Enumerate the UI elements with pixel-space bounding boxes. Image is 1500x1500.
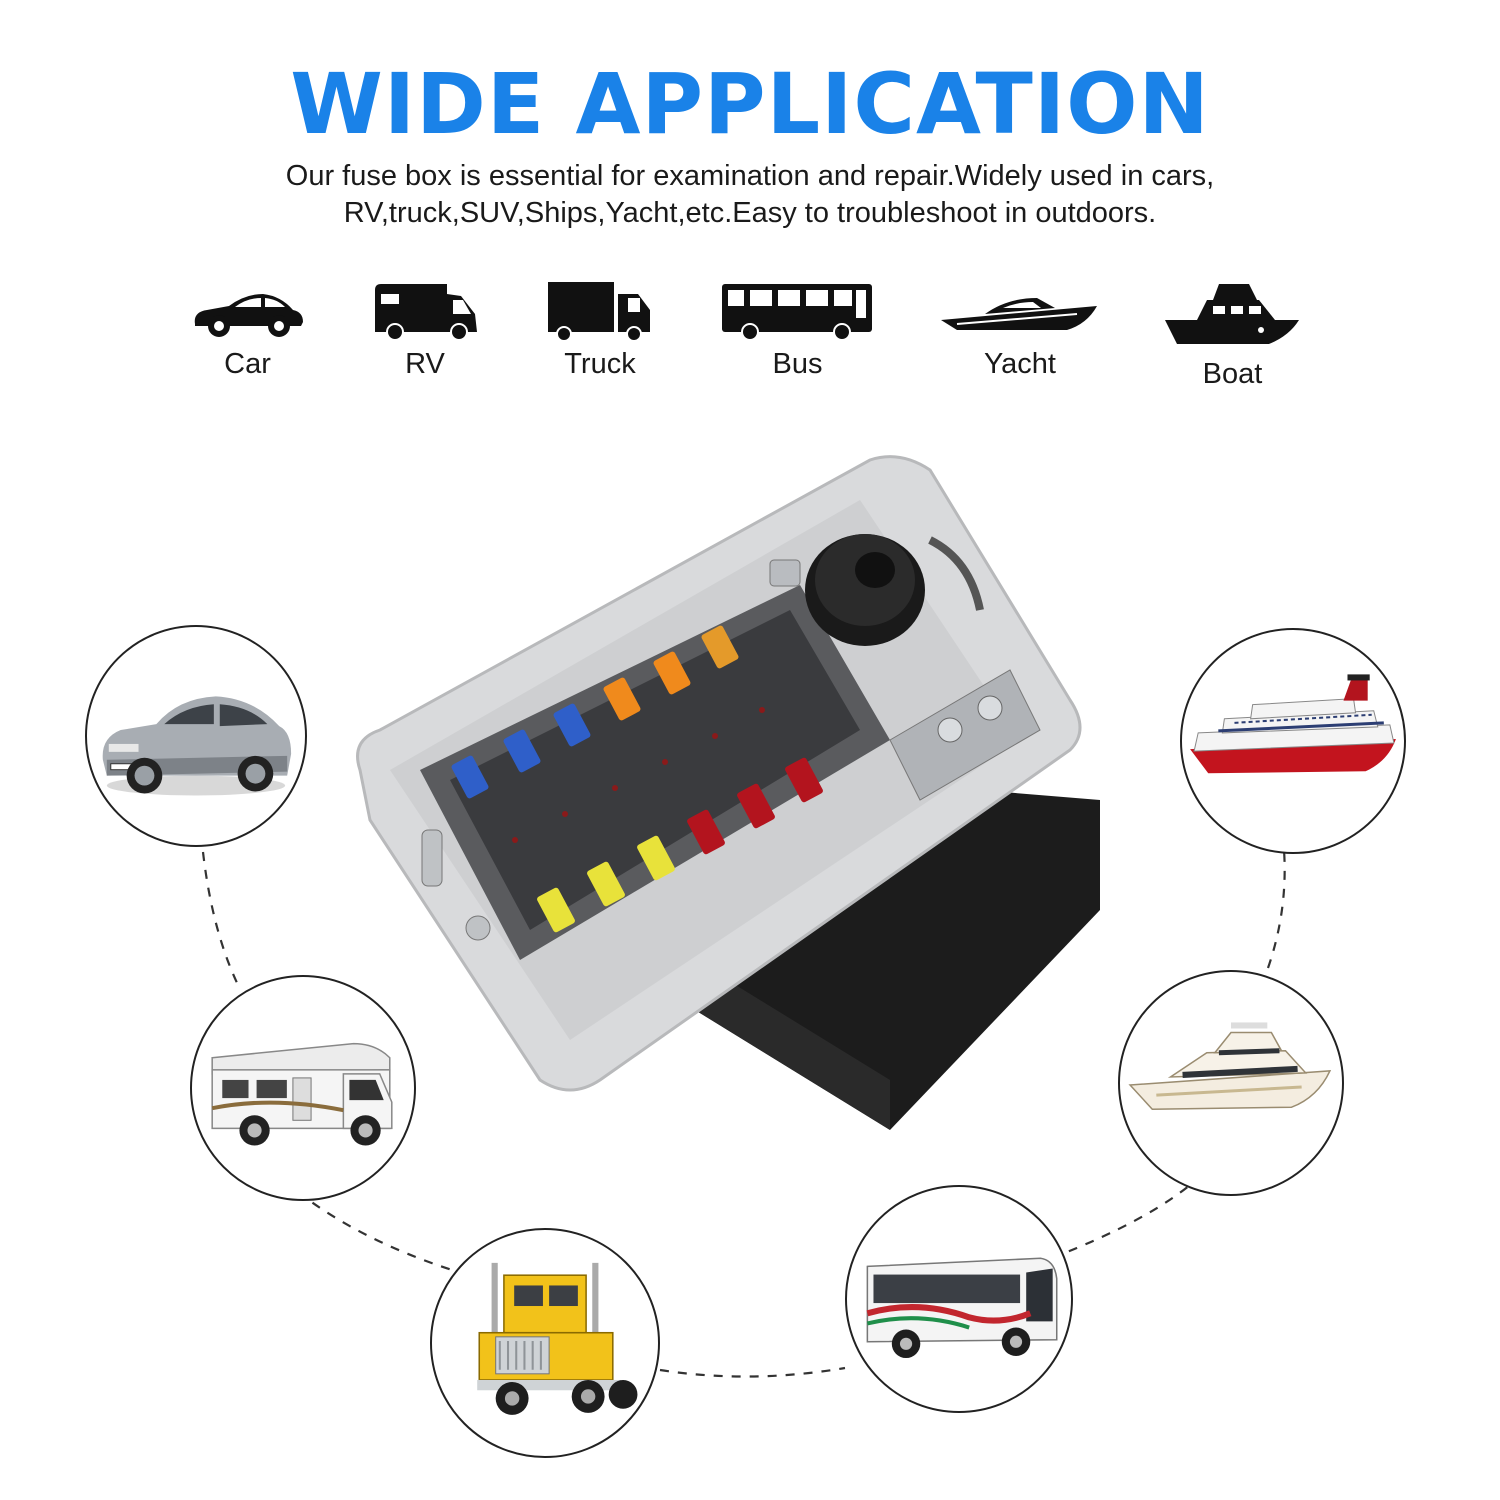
fuse-yellow [537,887,575,933]
photo-circle-yacht [1118,970,1344,1196]
photo-circle-ship [1180,628,1406,854]
boat-icon [1164,284,1299,344]
application-label: Car [224,348,271,380]
truck-photo [477,1262,638,1415]
connector-car-rv [201,851,239,986]
car-icon [194,294,303,337]
fuse-blue [553,703,591,747]
ship-photo [1190,674,1396,774]
application-label: Boat [1202,358,1263,390]
connector-rv-truck [297,1191,453,1272]
yacht-icon [941,298,1097,330]
cover-lock-knob-icon [805,534,984,646]
subtitle-line-2: RV,truck,SUV,Ships,Yacht,etc.Easy to tro… [343,197,1157,229]
fuse-box-product-image [356,455,1100,1130]
application-label: Truck [564,348,636,380]
yacht-photo [1128,1022,1332,1110]
fuse-blue [503,729,541,773]
fuse-blue [451,755,489,799]
rv-icon [375,284,477,341]
photo-circle-truck [430,1228,660,1458]
application-label: RV [405,348,445,380]
application-label: Yacht [983,348,1056,380]
bus-photo [866,1257,1058,1359]
fuse-orange [653,651,691,695]
fuse-orange [701,625,739,669]
photo-circle-bus [845,1185,1073,1413]
application-car: Car [185,280,310,381]
page-subtitle: Our fuse box is essential for examinatio… [150,158,1350,232]
rv-photo [211,1042,393,1146]
application-yacht: Yacht [935,280,1105,381]
photo-circle-car [85,625,307,847]
application-bus: Bus [715,280,880,381]
subtitle-line-1: Our fuse box is essential for examinatio… [285,160,1215,192]
connector-yacht-ship [1266,849,1286,969]
application-boat: Boat [1160,280,1305,391]
fuse-array [451,625,823,933]
connector-truck-bus [659,1366,846,1378]
fuse-red [737,783,775,829]
page-title: WIDE APPLICATION [290,55,1210,153]
application-rv: RV [365,280,485,381]
application-icon-row: Car RV Truck [0,280,1500,400]
connector-bus-yacht [1051,1179,1197,1260]
fuse-red [785,757,823,803]
fuse-yellow [637,835,675,881]
fuse-orange [603,677,641,721]
bus-icon [721,284,872,341]
truck-icon [548,282,650,342]
photo-circle-rv [190,975,416,1201]
fuse-yellow [587,861,625,907]
car-photo [102,696,292,796]
application-truck: Truck [540,280,660,381]
application-label: Bus [772,348,823,380]
fuse-red [687,809,725,855]
